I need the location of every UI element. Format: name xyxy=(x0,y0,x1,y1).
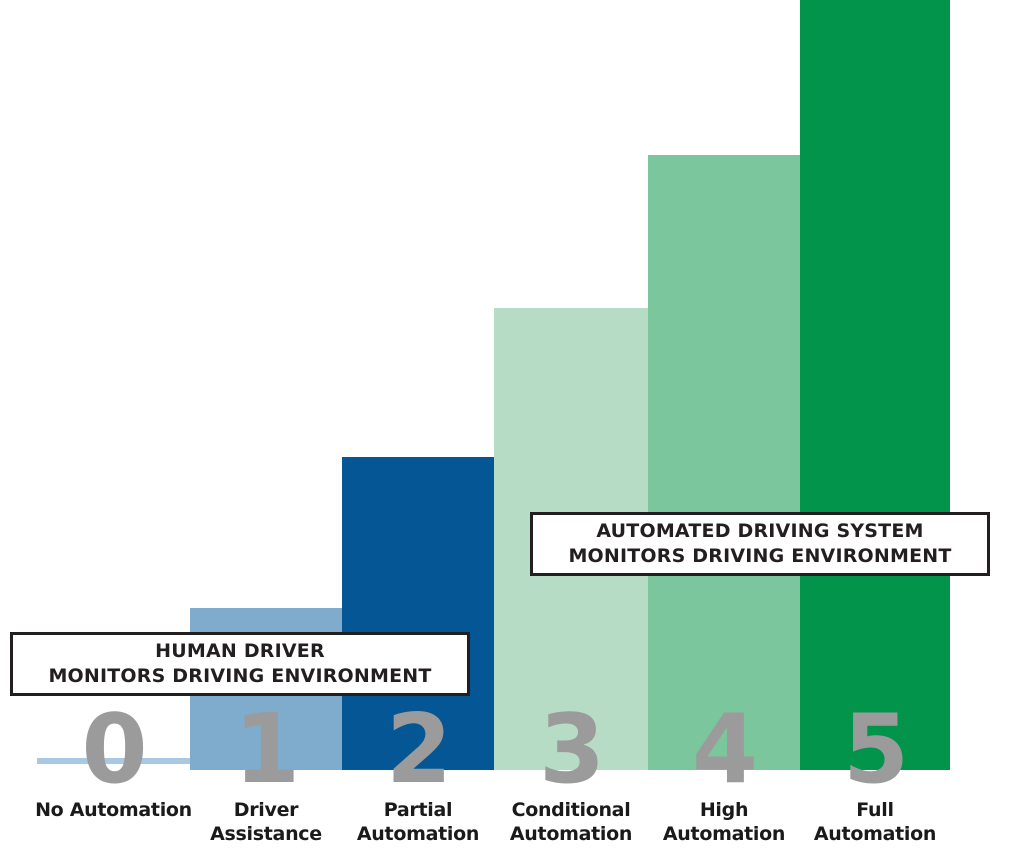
level-caption-4-line2: Automation xyxy=(662,823,786,845)
bar-level-5 xyxy=(800,0,950,770)
bar-level-0 xyxy=(37,758,190,764)
level-caption-0: No Automation xyxy=(28,798,200,822)
callout-automated-driving-system: AUTOMATED DRIVING SYSTEM MONITORS DRIVIN… xyxy=(530,512,990,576)
level-caption-5-line1: Full xyxy=(856,799,894,821)
level-caption-3-line1: Conditional xyxy=(511,799,631,821)
callout-human-driver-line1: HUMAN DRIVER xyxy=(155,640,325,662)
level-caption-1-line2: Assistance xyxy=(210,823,322,845)
level-number-0: 0 xyxy=(81,695,147,805)
level-number-3: 3 xyxy=(538,695,605,805)
level-number-5: 5 xyxy=(842,695,909,805)
level-caption-5-line2: Automation xyxy=(813,823,937,845)
bar-level-2 xyxy=(342,457,494,770)
level-caption-1-line1: Driver xyxy=(233,799,299,821)
level-caption-2-line1: Partial xyxy=(383,799,453,821)
level-caption-0-line1: No Automation xyxy=(35,799,192,821)
level-caption-3-line2: Automation xyxy=(509,823,633,845)
callout-human-driver: HUMAN DRIVER MONITORS DRIVING ENVIRONMEN… xyxy=(10,632,470,696)
level-number-4: 4 xyxy=(691,695,758,805)
callout-human-driver-line2: MONITORS DRIVING ENVIRONMENT xyxy=(48,665,432,687)
level-caption-2-line2: Automation xyxy=(356,823,480,845)
callout-automated-driving-system-line1: AUTOMATED DRIVING SYSTEM xyxy=(596,520,924,542)
level-number-2: 2 xyxy=(385,695,452,805)
level-caption-4-line1: High xyxy=(699,799,749,821)
level-number-1: 1 xyxy=(233,695,300,805)
callout-automated-driving-system-line2: MONITORS DRIVING ENVIRONMENT xyxy=(568,545,952,567)
bar-level-4 xyxy=(648,155,800,770)
